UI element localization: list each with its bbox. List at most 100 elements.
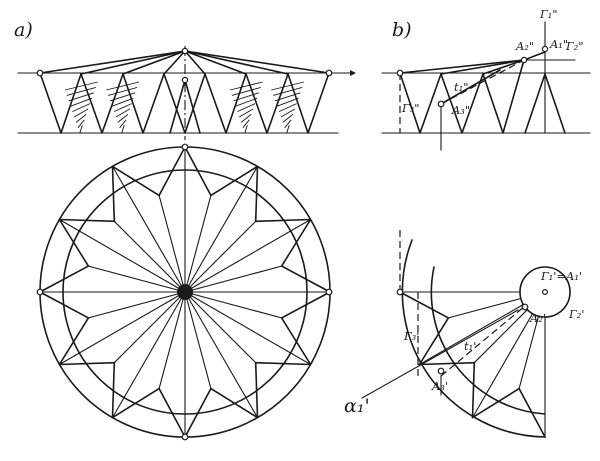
plan-point	[181, 143, 189, 151]
hatch-line	[242, 119, 250, 129]
panel-b-label: b)	[392, 19, 412, 41]
spoke	[113, 220, 186, 293]
hatch-line	[286, 125, 290, 134]
center-hub	[177, 284, 193, 300]
hatch-line	[111, 97, 134, 107]
roof-edge	[184, 50, 247, 75]
spoke	[111, 165, 186, 293]
hatch-line	[235, 97, 258, 107]
spoke	[184, 291, 283, 319]
label-A2-p: A₂'	[529, 311, 546, 325]
panel-a-plan-view	[36, 143, 333, 441]
hatch-line	[108, 86, 138, 96]
hatch-line	[73, 108, 89, 118]
spoke	[184, 291, 257, 364]
hatch-line	[117, 114, 129, 123]
alpha1-line	[361, 309, 519, 399]
label-alpha1-p: α₁'	[344, 395, 370, 417]
roof-edge	[80, 50, 186, 75]
hatch-line	[240, 114, 252, 123]
hatched-faces	[64, 81, 305, 134]
vertex-point	[36, 69, 44, 77]
hatch-line	[238, 108, 254, 118]
point-gamma1	[541, 289, 548, 296]
hatch-line	[237, 103, 256, 113]
construction-line	[440, 305, 526, 377]
hatch-line	[282, 114, 294, 123]
roof-edge	[184, 50, 206, 75]
label-gamma3-p: Г₃'	[403, 329, 419, 343]
partial-star-pattern	[399, 291, 546, 438]
panel-a-front-view	[17, 46, 356, 140]
point-A2	[520, 56, 528, 64]
roof-edge	[122, 50, 186, 75]
plan-point	[325, 288, 333, 296]
plan-points	[36, 143, 333, 441]
plan-point	[36, 288, 44, 296]
spoke	[158, 291, 186, 390]
label-t1-p: t₁'	[464, 339, 476, 353]
roof-edge	[163, 50, 186, 75]
spoke	[184, 291, 259, 419]
spoke	[184, 194, 212, 293]
vertex-point	[325, 69, 333, 77]
spoke	[58, 218, 186, 293]
roof-edge	[440, 59, 525, 75]
label-gamma3-dd: Г₃"	[401, 101, 420, 115]
hatch-line	[77, 119, 85, 129]
right-triangle	[524, 73, 566, 134]
label-A2-dd: A₂"	[515, 39, 534, 53]
apex-point	[181, 47, 189, 55]
arrow-marker	[350, 70, 356, 76]
label-gamma2-dd: Г₂"	[565, 39, 584, 53]
hatch-line	[66, 86, 96, 96]
label-A3-p: A₃'	[431, 379, 448, 393]
spoke	[471, 313, 534, 419]
hatch-line	[244, 125, 248, 134]
vertex-point	[181, 76, 189, 84]
spoke	[158, 194, 186, 293]
label-A3-dd: A₃"	[451, 103, 470, 117]
spoke	[447, 297, 522, 319]
point	[396, 69, 404, 77]
point-A1	[541, 45, 549, 53]
label-A1-dd: A₁"	[549, 37, 568, 51]
hatch-line	[231, 86, 261, 96]
plan-point	[181, 433, 189, 441]
spoke	[184, 218, 312, 293]
outer-arc	[401, 239, 546, 438]
hatch-line	[79, 125, 83, 134]
hatch-line	[75, 114, 87, 123]
roof-edge	[184, 50, 330, 74]
label-t1-dd: t₁"	[454, 80, 469, 94]
roof-edge	[482, 59, 525, 75]
roof-edge	[39, 50, 186, 74]
hatch-line	[271, 81, 305, 91]
spoke	[518, 315, 540, 390]
spoke	[184, 291, 212, 390]
spoke	[58, 291, 186, 366]
roof-edge	[184, 50, 289, 75]
panel-b-plan-view	[361, 230, 571, 438]
spoke	[111, 291, 186, 419]
hatch-line	[273, 86, 303, 96]
hatch-line	[72, 103, 91, 113]
point-A2	[521, 303, 529, 311]
label-gamma1-A1-p: Г₁'=A₁'	[540, 269, 582, 283]
spoke	[418, 303, 524, 366]
hatch-line	[113, 103, 132, 113]
spoke	[473, 309, 528, 364]
point	[396, 288, 404, 296]
construction-line	[440, 59, 525, 105]
radial-spokes	[39, 146, 331, 438]
spoke	[184, 165, 259, 293]
label-gamma2-p: Г₂'	[568, 307, 584, 321]
hatch-line	[70, 97, 93, 107]
roof-edge	[523, 51, 546, 61]
hatch-line	[278, 103, 297, 113]
point-A3	[437, 367, 445, 375]
roof-edge	[399, 59, 525, 74]
hatch-line	[280, 108, 296, 118]
